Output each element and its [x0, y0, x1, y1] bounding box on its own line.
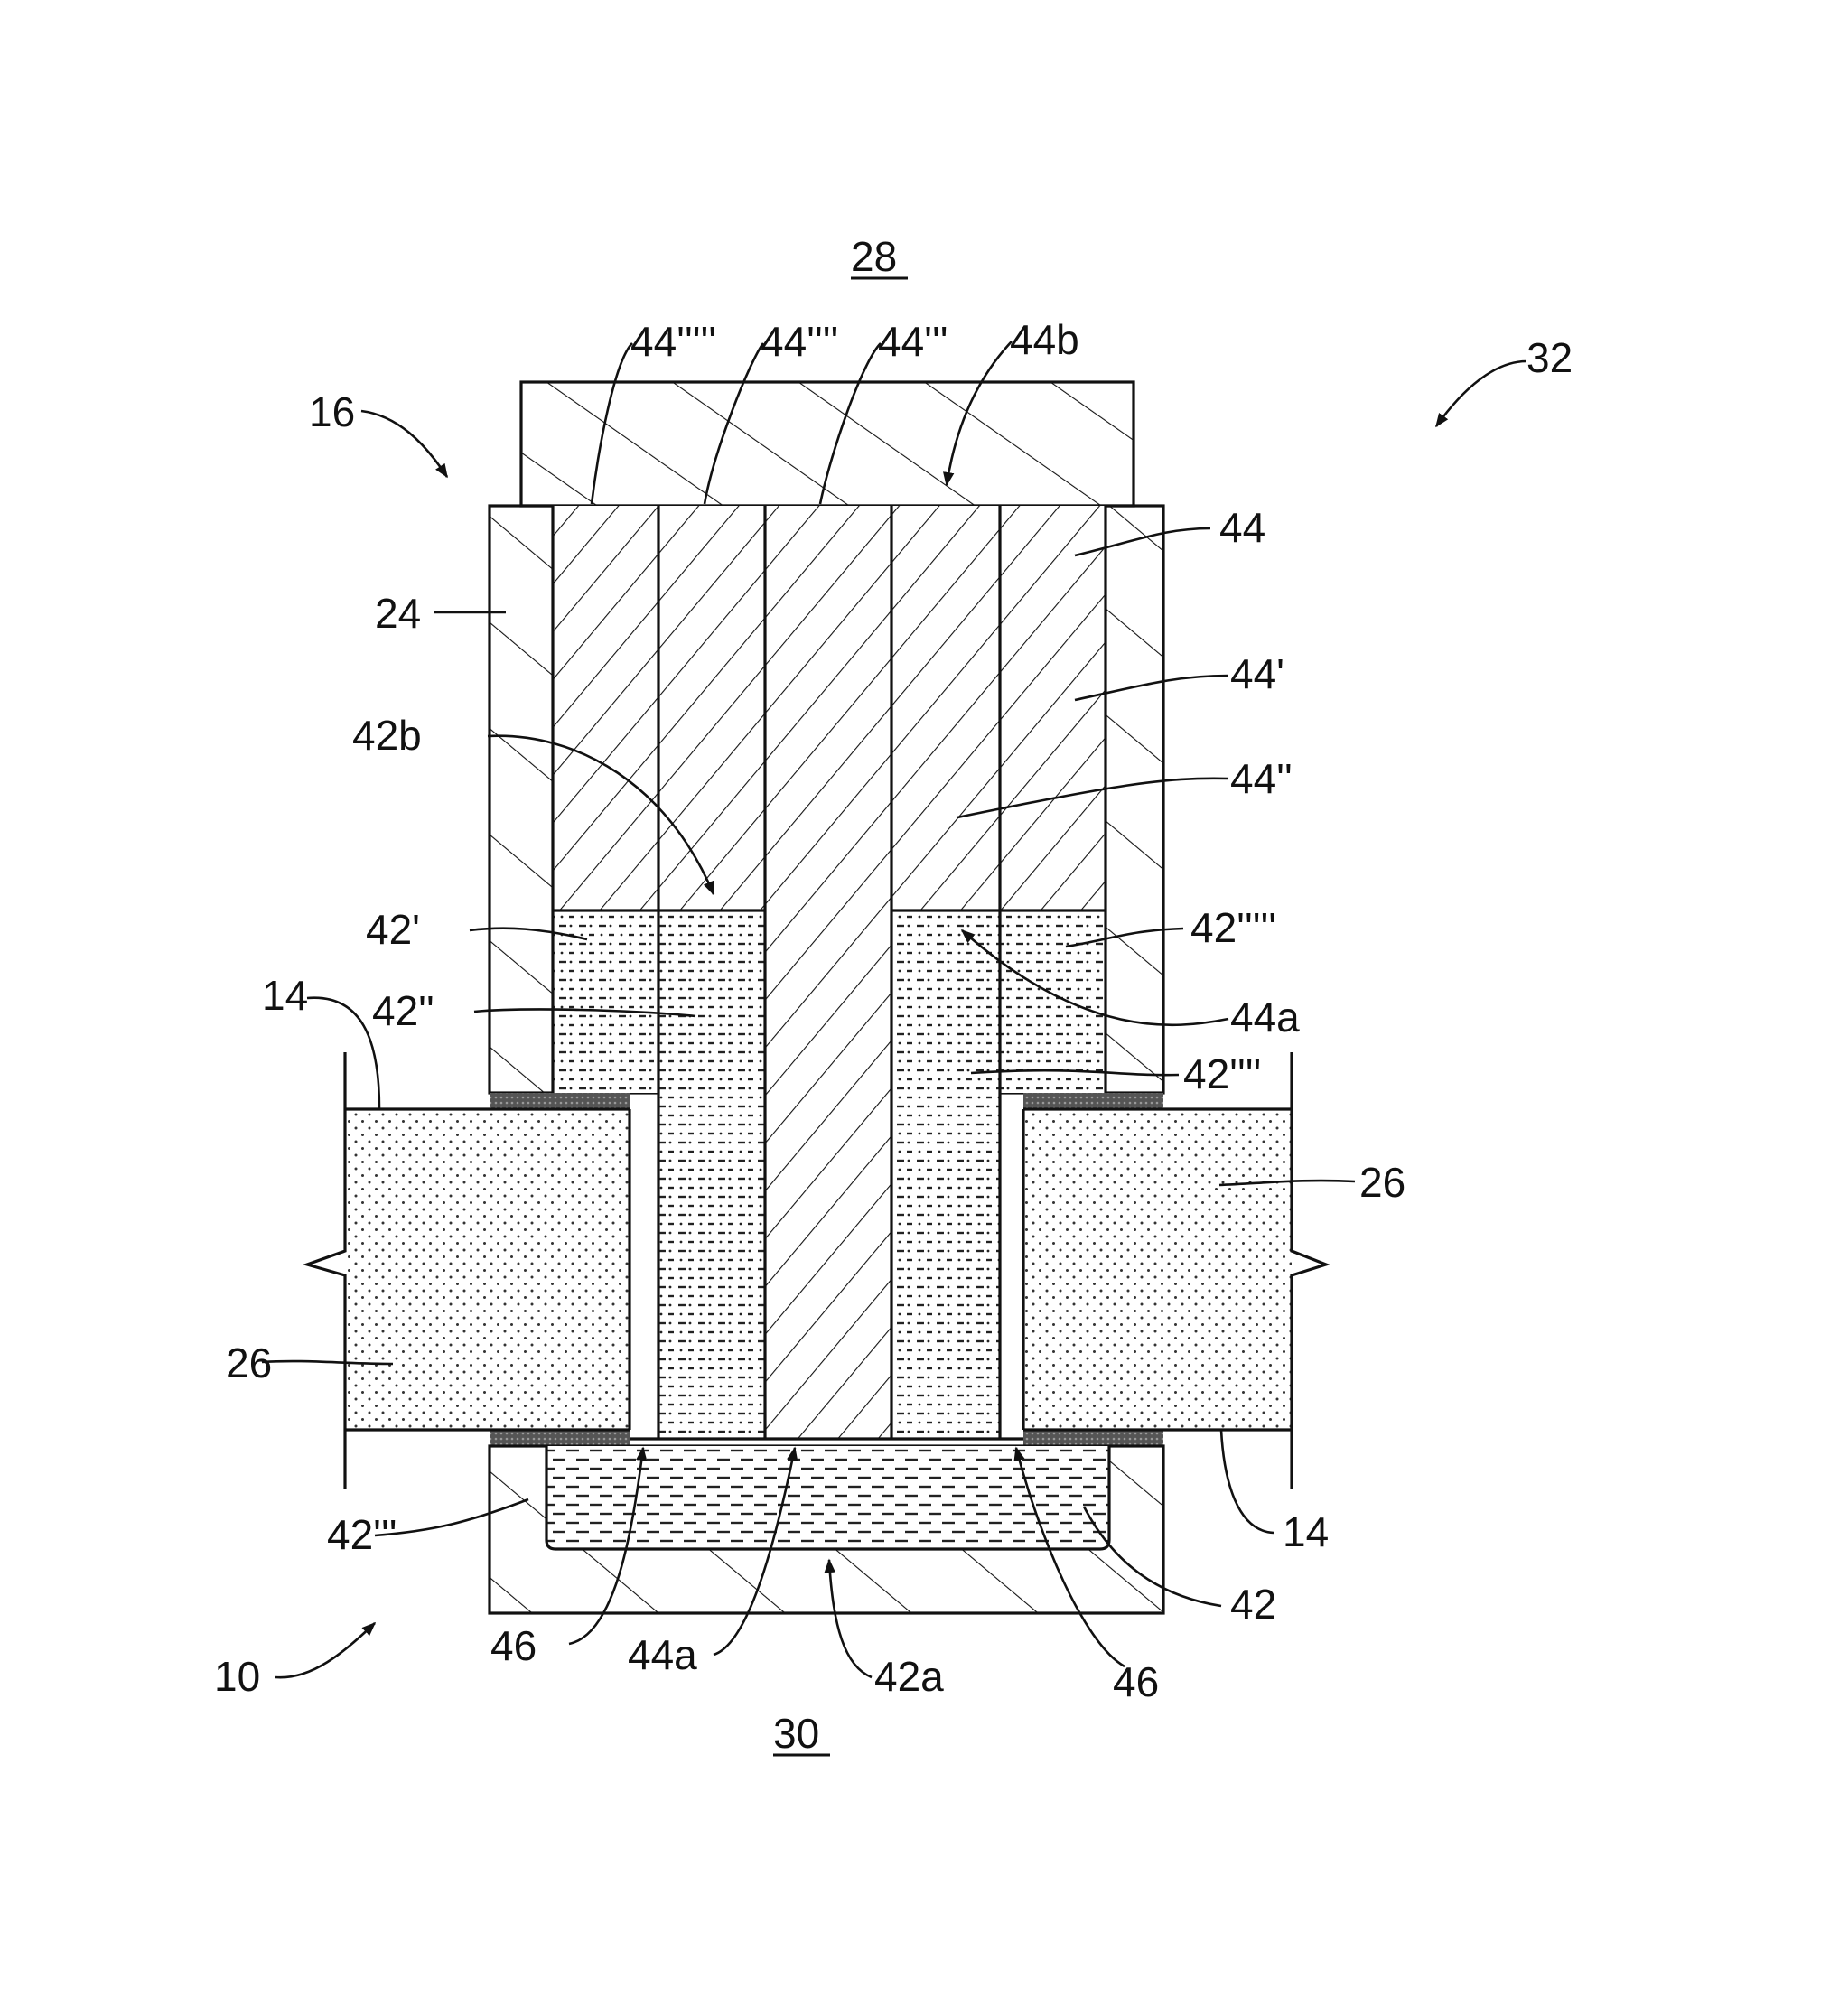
panel-right	[1023, 1109, 1292, 1430]
ref-14-left: 14	[262, 972, 308, 1019]
ref-46-right: 46	[1113, 1658, 1159, 1705]
ref-44pp: 44''	[1230, 755, 1293, 802]
ref-42pppp: 42''''	[1183, 1050, 1261, 1097]
adhesive-bottom-left	[490, 1430, 630, 1446]
ref-14-right: 14	[1283, 1508, 1329, 1555]
ref-42ppp: 42'''	[327, 1511, 397, 1558]
cross-section-shapes	[307, 382, 1326, 1613]
ref-44a-lower: 44a	[628, 1631, 697, 1678]
ref-32: 32	[1526, 334, 1573, 381]
ref-42: 42	[1230, 1581, 1276, 1628]
block-42ppppp-fill	[1000, 910, 1106, 1093]
ref-30: 30	[773, 1710, 819, 1757]
ref-44ppppp: 44'''''	[630, 318, 716, 365]
central-pillar-hatch	[765, 1093, 891, 1439]
base-42-fill	[546, 1446, 1109, 1549]
ref-16: 16	[309, 388, 355, 435]
ref-26-left: 26	[226, 1339, 272, 1386]
column-42pp-fill	[658, 910, 765, 1439]
ref-24: 24	[375, 590, 421, 637]
ref-44b: 44b	[1010, 316, 1079, 363]
adhesive-top-left	[490, 1093, 630, 1109]
top-cap	[521, 382, 1134, 506]
ref-42p: 42'	[366, 906, 420, 953]
column-42pppp-fill	[891, 910, 1000, 1439]
ref-44ppp: 44'''	[878, 318, 948, 365]
ref-42ppppp: 42'''''	[1190, 904, 1276, 951]
ref-42a: 42a	[874, 1653, 944, 1700]
ref-28: 28	[851, 233, 897, 280]
ref-10: 10	[214, 1653, 260, 1700]
ref-42b: 42b	[352, 712, 422, 759]
ref-44p: 44'	[1230, 650, 1284, 697]
panel-left	[345, 1109, 630, 1430]
ref-42pp: 42''	[372, 987, 434, 1034]
adhesive-bottom-right	[1023, 1430, 1163, 1446]
ref-44a-upper: 44a	[1230, 994, 1300, 1041]
ref-44: 44	[1219, 504, 1265, 551]
ref-44pppp: 44''''	[761, 318, 838, 365]
block-42p-fill	[553, 910, 658, 1093]
adhesive-top-right	[1023, 1093, 1163, 1109]
ref-26-right: 26	[1359, 1159, 1405, 1206]
ref-46-left: 46	[490, 1622, 537, 1669]
